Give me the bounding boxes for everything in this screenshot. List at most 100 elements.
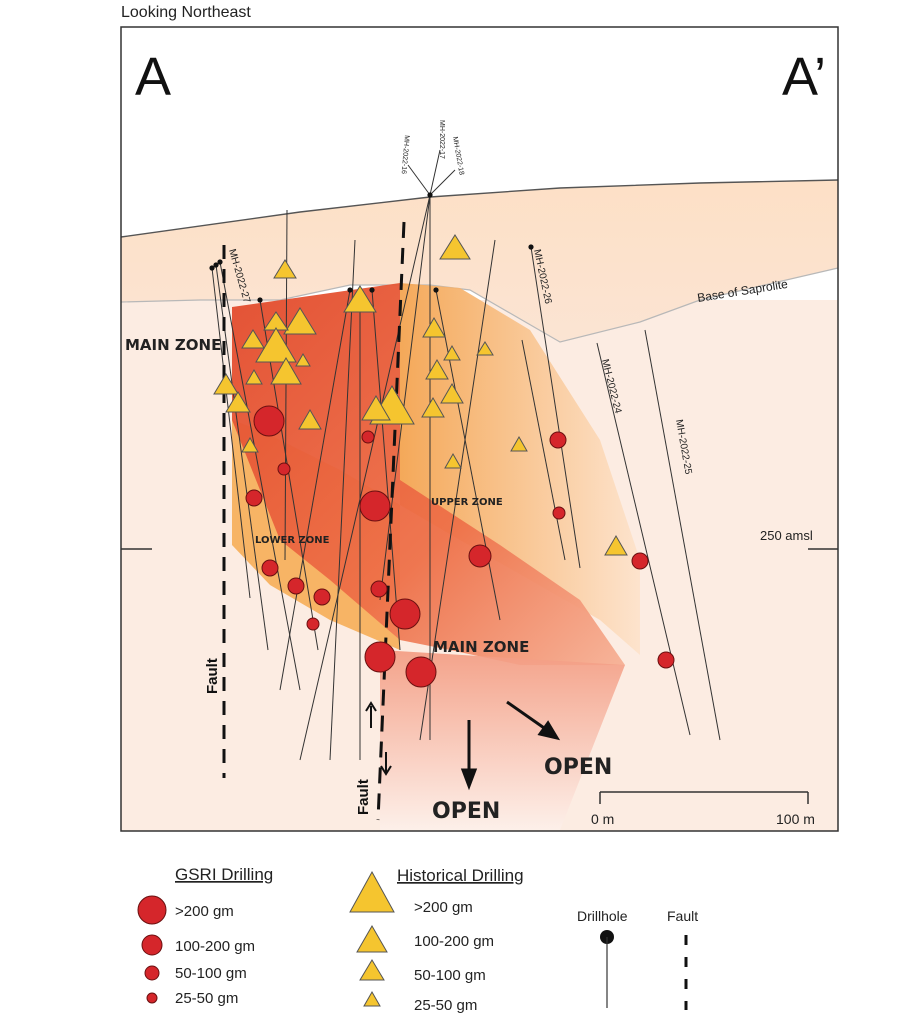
gsri-circle: [405, 656, 437, 688]
historical-triangle: [241, 436, 259, 453]
legend-gsri-item: >200 gm: [175, 903, 234, 920]
gsri-circle: [277, 462, 291, 476]
drillhole-trace: [521, 339, 566, 561]
drillhole-collars: [209, 192, 534, 303]
historical-triangle: [421, 397, 445, 418]
gsri-circle: [657, 651, 675, 669]
legend-historical-item: 50-100 gm: [414, 967, 486, 984]
legend-historical-symbol: [359, 959, 385, 981]
historical-intercepts: [213, 234, 628, 556]
elevation-label: 250 amsl: [760, 528, 813, 543]
legend-historical-symbol: [349, 870, 395, 913]
drillhole-trace: [379, 194, 431, 601]
historical-triangle: [361, 395, 391, 421]
gsri-circle: [245, 489, 263, 507]
drillhole-collar: [347, 287, 353, 293]
drillhole-collar: [369, 287, 375, 293]
historical-triangle: [283, 307, 317, 335]
gsri-circle: [370, 580, 388, 598]
view-label: Looking Northeast: [121, 4, 251, 21]
gsri-circle: [364, 641, 396, 673]
main-zone-tail: [380, 650, 625, 830]
saprolite-layer: [121, 180, 838, 342]
gsri-circle: [389, 598, 421, 630]
scale-bar-start-label: 0 m: [591, 811, 614, 827]
drillhole-trace: [407, 164, 431, 196]
gsri-circle: [361, 430, 375, 444]
legend-gsri-symbol: [137, 895, 167, 925]
drillhole-collar: [427, 192, 433, 198]
gsri-circle: [313, 588, 331, 606]
section-frame: [120, 26, 839, 832]
gsri-circle: [261, 559, 279, 577]
scale-bar-end-label: 100 m: [776, 811, 815, 827]
legend-gsri-title: GSRI Drilling: [175, 865, 273, 884]
legend-gsri-symbol: [144, 965, 160, 981]
gsri-circle: [552, 506, 566, 520]
open-arrow-head: [537, 720, 561, 741]
topography-line: [120, 179, 839, 238]
historical-triangle: [425, 359, 449, 380]
open-arrow-diagonal: [506, 700, 548, 732]
historical-triangle: [255, 327, 297, 363]
historical-triangle: [604, 535, 628, 556]
legend-historical-title: Historical Drilling: [397, 866, 524, 885]
drillhole-trace: [279, 289, 351, 691]
gsri-intercepts: [245, 405, 675, 688]
drillhole-collar: [433, 287, 439, 293]
historical-triangle: [273, 259, 297, 279]
gsri-circle: [287, 577, 305, 595]
fault-sense-arrow-up: [365, 701, 377, 728]
gsri-circle: [359, 490, 391, 522]
gsri-circle: [468, 544, 492, 568]
historical-triangle: [270, 356, 302, 385]
legend-gsri-symbol: [146, 992, 158, 1004]
gsri-circle: [631, 552, 649, 570]
fault-label-left: Fault: [204, 658, 221, 694]
drillhole-trace: [435, 289, 501, 621]
upper-zone-label: UPPER ZONE: [431, 497, 503, 508]
historical-triangle: [443, 344, 461, 361]
legend-historical-item: 25-50 gm: [414, 997, 477, 1014]
drillhole-collar: [209, 265, 215, 271]
drillhole-trace: [530, 246, 581, 569]
section-start-label: A: [135, 47, 171, 107]
legend-drillhole-label: Drillhole: [577, 908, 628, 924]
main-zone-label-left: MAIN ZONE: [125, 336, 221, 354]
legend-gsri-item: 25-50 gm: [175, 990, 238, 1007]
drillhole-trace: [299, 194, 431, 761]
main-zone-body: [232, 283, 625, 665]
lower-zone-label: LOWER ZONE: [255, 535, 330, 546]
legend: GSRI Drilling >200 gm 100-200 gm 50-100 …: [137, 865, 698, 1014]
drillhole-trace: [371, 289, 401, 651]
historical-triangle: [241, 329, 265, 349]
historical-triangle: [510, 435, 528, 452]
historical-triangle: [444, 452, 462, 469]
historical-triangle: [213, 373, 239, 395]
drillhole-collar: [217, 259, 223, 265]
historical-triangle: [225, 391, 251, 413]
drillhole-collar: [257, 297, 263, 303]
legend-historical-symbol: [363, 990, 381, 1007]
gsri-circle: [253, 405, 285, 437]
upper-zone-body: [400, 283, 640, 655]
legend-gsri-item: 100-200 gm: [175, 938, 255, 955]
drillhole-trace: [429, 169, 456, 196]
drillhole-trace: [219, 261, 301, 691]
drillhole-trace: [596, 342, 691, 736]
drillhole-label: MH-2022-16: [400, 135, 410, 174]
drillhole-trace: [329, 239, 356, 761]
drillhole-trace: [644, 329, 721, 741]
historical-triangle: [343, 285, 377, 313]
historical-triangle: [440, 383, 464, 404]
drillhole-label: MH-2022-17: [438, 120, 445, 159]
drillhole-collar: [528, 244, 534, 250]
gsri-circle: [306, 617, 320, 631]
section-end-label: A’: [782, 47, 826, 107]
legend-historical-item: 100-200 gm: [414, 933, 494, 950]
open-label-right: OPEN: [544, 755, 612, 780]
legend-historical-item: >200 gm: [414, 899, 473, 916]
historical-triangle: [295, 353, 311, 367]
gsri-circle: [549, 431, 567, 449]
legend-historical-symbol: [356, 924, 388, 953]
